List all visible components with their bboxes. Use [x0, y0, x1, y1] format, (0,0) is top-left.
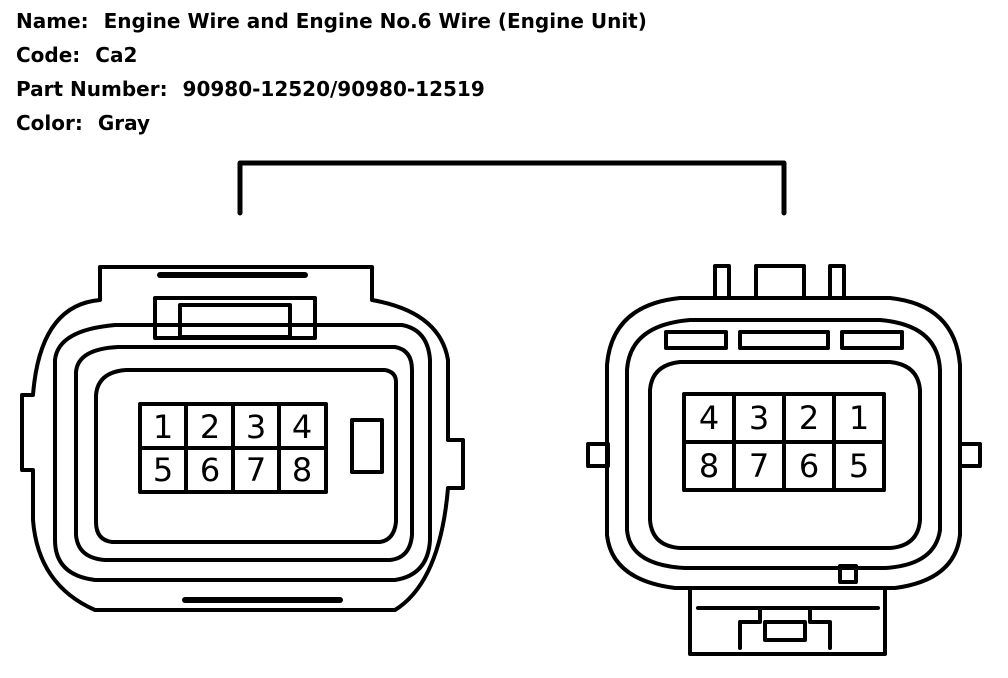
part-number-value: 90980-12520/90980-12519 [182, 77, 485, 101]
right-pin-label: 6 [799, 447, 819, 485]
right-inner-tab [664, 330, 728, 350]
left-housing-ring [53, 323, 432, 582]
part-number-label: Part Number: [16, 77, 168, 101]
left-housing-outer [20, 265, 465, 612]
right-pin-label: 3 [749, 399, 769, 437]
part-number-row: Part Number: 90980-12520/90980-12519 [16, 72, 647, 106]
right-housing-outer [605, 296, 962, 590]
color-value: Gray [97, 111, 151, 135]
right-pin-label: 8 [699, 447, 719, 485]
right-bottom-latch-catch [738, 606, 832, 650]
connector-info: Name: Engine Wire and Engine No.6 Wire (… [16, 4, 647, 140]
left-pin-label: 1 [153, 408, 173, 446]
color-row: Color: Gray [16, 106, 647, 140]
right-inner-tab [840, 330, 904, 350]
left-housing-inner-ring [74, 345, 414, 562]
left-pin-label: 5 [153, 451, 173, 489]
right-bottom-notch [838, 564, 858, 584]
right-bottom-latch [688, 586, 887, 656]
right-inner-tab [738, 330, 830, 350]
left-pin-label: 3 [246, 408, 266, 446]
right-top-tab-right [828, 264, 846, 300]
right-bottom-latch-button [763, 620, 807, 642]
right-cavity [648, 360, 922, 550]
left-pin-label: 7 [246, 451, 266, 489]
code-row: Code: Ca2 [16, 38, 647, 72]
right-pin-label: 1 [849, 399, 869, 437]
mating-bracket [237, 160, 787, 216]
right-side-ear-right [958, 442, 982, 468]
left-pin-label: 4 [292, 408, 312, 446]
right-pin-label: 4 [699, 399, 719, 437]
right-pin-label: 7 [749, 447, 769, 485]
left-pin-label: 8 [292, 451, 312, 489]
left-cavity [94, 368, 398, 544]
left-latch-inner [178, 303, 292, 339]
left-pin-label: 6 [200, 451, 220, 489]
name-label: Name: [16, 9, 89, 33]
right-top-tab-left [713, 264, 731, 300]
name-value: Engine Wire and Engine No.6 Wire (Engine… [103, 9, 647, 33]
left-side-key [350, 418, 384, 474]
right-pin-label: 5 [849, 447, 869, 485]
right-top-tab-center [754, 264, 806, 300]
right-housing-ring [625, 318, 942, 570]
name-row: Name: Engine Wire and Engine No.6 Wire (… [16, 4, 647, 38]
code-label: Code: [16, 43, 81, 67]
left-connector: 1 2 3 4 5 6 7 8 [20, 265, 465, 612]
code-value: Ca2 [95, 43, 138, 67]
color-label: Color: [16, 111, 83, 135]
right-connector: 4 3 2 1 8 7 6 5 [586, 264, 982, 656]
right-pin-label: 2 [799, 399, 819, 437]
left-pin-label: 2 [200, 408, 220, 446]
